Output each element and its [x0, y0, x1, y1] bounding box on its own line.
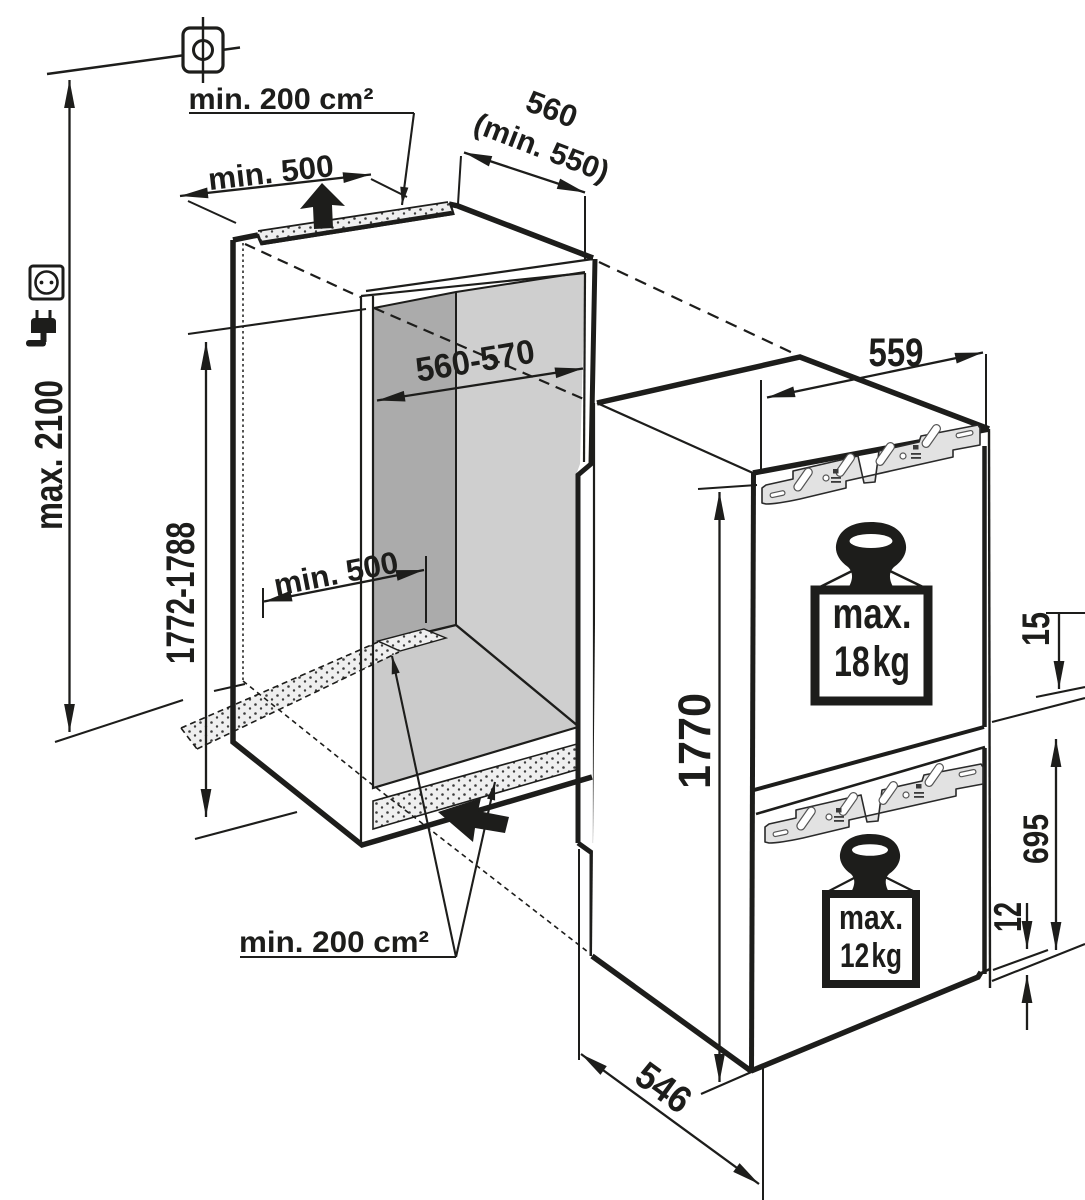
svg-text:max.: max. [833, 590, 912, 638]
svg-text:max. 2100: max. 2100 [28, 380, 71, 530]
svg-text:12: 12 [987, 902, 1030, 932]
svg-text:max.: max. [839, 899, 903, 937]
svg-text:min. 200 cm²: min. 200 cm² [189, 83, 374, 116]
svg-text:12 kg: 12 kg [840, 937, 902, 975]
svg-text:18 kg: 18 kg [834, 638, 910, 686]
svg-text:559: 559 [869, 331, 924, 375]
svg-text:695: 695 [1017, 814, 1056, 864]
svg-text:1772-1788: 1772-1788 [159, 522, 203, 664]
svg-text:min. 200 cm²: min. 200 cm² [239, 926, 429, 959]
svg-text:15: 15 [1015, 612, 1058, 646]
svg-text:1770: 1770 [669, 693, 720, 789]
